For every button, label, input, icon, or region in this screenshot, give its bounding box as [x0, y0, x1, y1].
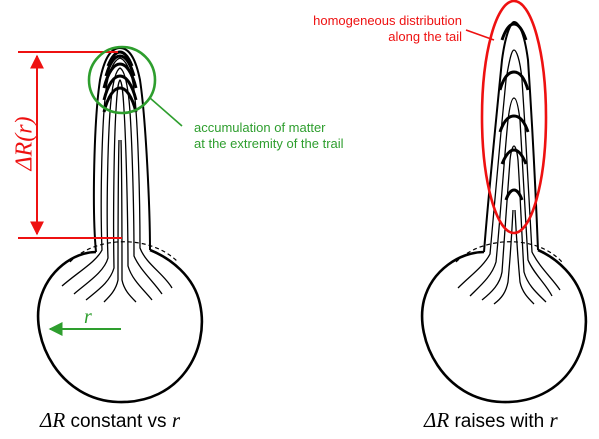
left-figure	[36, 47, 204, 404]
accumulation-leader	[149, 97, 183, 127]
right-figure	[420, 21, 588, 404]
right-bulb-outline	[420, 248, 588, 404]
left-cap	[104, 54, 136, 77]
left-caption: ΔR constant vs r	[40, 408, 180, 433]
left-caption-text: constant vs	[70, 411, 167, 432]
left-tail-right-edge	[119, 47, 151, 251]
right-caption-symbol: ΔR	[424, 408, 450, 432]
left-tail-left-edge	[92, 47, 121, 253]
distribution-annotation: homogeneous distribution along the tail	[300, 13, 462, 45]
left-cap	[102, 74, 138, 101]
right-tail-strand	[469, 97, 553, 297]
left-tail-strand	[61, 57, 173, 289]
distribution-annotation-line1: homogeneous distribution	[313, 13, 462, 28]
accumulation-annotation: accumulation of matter at the extremity …	[194, 120, 344, 152]
distribution-annotation-line2: along the tail	[388, 29, 462, 44]
right-caption-var: r	[549, 408, 558, 432]
left-cap	[106, 50, 134, 67]
distribution-leader	[465, 29, 495, 41]
left-cap	[102, 62, 138, 89]
right-caption: ΔR raises with r	[424, 408, 558, 433]
right-cap	[500, 148, 528, 165]
radius-label: r	[84, 306, 92, 328]
right-tail-strand	[457, 49, 561, 291]
left-caption-var: r	[171, 408, 181, 432]
right-tail-strand	[493, 209, 535, 305]
left-cap	[102, 86, 138, 113]
accumulation-circle	[87, 45, 157, 115]
right-bulb-dashed-rim	[455, 241, 563, 263]
left-bulb-dashed-rim	[69, 241, 179, 263]
distribution-ellipse	[480, 0, 548, 235]
right-cap	[504, 188, 524, 201]
right-tail-strand	[481, 145, 547, 303]
right-cap	[498, 114, 530, 133]
accumulation-annotation-line1: accumulation of matter	[194, 120, 326, 135]
right-cap	[498, 70, 530, 91]
delta-r-label: ΔR(r)	[11, 116, 38, 171]
left-tail-strand	[73, 67, 163, 295]
left-bulb-outline	[36, 248, 204, 404]
right-cap	[500, 22, 528, 41]
left-tail-strand	[103, 139, 137, 303]
accumulation-annotation-line2: at the extremity of the trail	[194, 136, 344, 151]
right-caption-text: raises with	[454, 411, 545, 432]
left-caption-symbol: ΔR	[40, 408, 66, 432]
left-delta-dimension	[18, 51, 122, 239]
left-tail-strand	[85, 79, 153, 301]
